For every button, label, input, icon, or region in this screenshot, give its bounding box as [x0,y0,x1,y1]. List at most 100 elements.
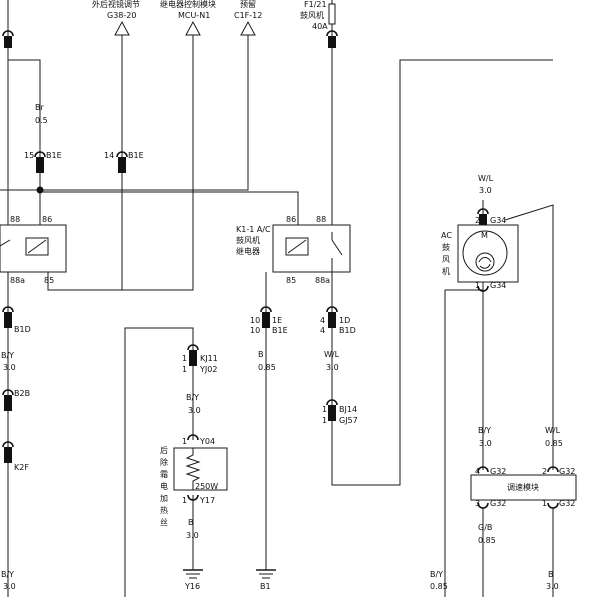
label-b1d-left: B1D [14,325,31,334]
label-pin-1-y17: 1 [182,496,187,505]
label-g32-d: G32 [559,499,575,508]
label-wire-b-heater: B [188,518,194,527]
label-heater-7: 丝 [160,517,168,527]
label-motor-3: 风 [442,255,450,264]
label-pin-4a: 4 [320,316,325,325]
wire-kj11 [124,327,194,597]
label-wire-wl-mid: W/L [324,350,340,359]
label-b1d-right-top: 1D [339,316,350,325]
label-wire-gb: G/B [478,523,492,532]
connector-bj14 [328,405,336,421]
label-relay-right-86: 86 [286,215,296,224]
top-terminals [114,3,336,36]
label-wire-b-mid-size: 0.85 [258,363,276,372]
label-y04: Y04 [199,437,215,446]
label-fuse-2: 鼓风机 [300,10,324,20]
label-b1e-c: B1E [272,326,288,335]
arrow-mcu [185,20,201,36]
connector-g32-d [547,502,559,509]
label-mcu-2: MCU-N1 [178,11,210,20]
label-g34-bot-pin: 1 [475,281,480,290]
label-heater-1: 后 [160,445,168,455]
label-g32-pin-3: 3 [475,499,480,508]
connector-4-b1d [328,312,336,328]
speed-module-box [470,474,577,501]
label-wire-by-left2: B/Y [1,570,14,579]
label-relay-left-88a: 88a [10,276,25,285]
connector-y17 [187,494,199,501]
label-reserve-2: C1F-12 [234,11,262,20]
label-g34-top-pin: 2 [475,216,480,225]
heater-resistor [185,448,201,490]
connector-10-b1e [262,312,270,328]
label-wire-wl-right: W/L [545,426,561,435]
label-k2f: K2F [14,463,29,472]
label-pin-1-kj: 1 [182,354,187,363]
label-pin-1-bj: 1 [322,405,327,414]
label-pin-4b: 4 [320,326,325,335]
label-ground-y16: Y16 [184,582,200,591]
wire-br [8,59,41,190]
label-wire-by-left-size: 3.0 [3,363,16,372]
wire-mcu [47,35,194,291]
label-b1d-right: B1D [339,326,356,335]
relay-right [272,224,351,273]
label-wire-wl-right-size: 0.85 [545,439,563,448]
wire-bus-top [0,35,249,191]
connector-fuse [328,36,336,48]
label-wire-wl-top: W/L [478,174,494,183]
motor-circle [462,230,508,276]
label-relay-right-1: K1-1 A/C [236,225,271,234]
arrow-mirror [114,20,130,36]
connectors [2,30,559,509]
connector-g32-b [547,466,559,473]
label-fuse-1: F1/21 [304,0,327,9]
label-wire-by-bottom-size: 0.85 [430,582,448,591]
label-fuse-3: 40A [312,22,328,31]
label-ground-b1: B1 [260,582,271,591]
label-relay-left-85: 85 [44,276,54,285]
label-g32-b: G32 [559,467,575,476]
rear-defroster-heater [173,447,228,491]
connector-y04 [187,434,199,441]
arrow-reserve [240,20,256,36]
connector-k2f [4,447,12,463]
connector-b1d-left [4,312,12,328]
label-motor-2: 鼓 [442,242,450,252]
relay-left [0,224,67,273]
label-wire-by-left: B/Y [1,351,14,360]
label-g32-pin-2: 2 [542,467,547,476]
label-wire-by-right: B/Y [478,426,491,435]
label-wire-b-heater-size: 3.0 [186,531,199,540]
label-wire-by-bottom: B/Y [430,570,443,579]
label-motor-4: 机 [442,266,450,276]
label-relay-right-88a: 88a [315,276,330,285]
label-wire-wl-mid-size: 3.0 [326,363,339,372]
label-heater-3: 霜 [160,470,168,479]
connector-15-b1e [36,157,44,173]
label-bj14: BJ14 [339,405,357,414]
label-heater-6: 热 [160,505,168,515]
label-wire-br: Br [35,103,44,112]
wires [0,0,554,597]
label-res-250w: 250W [195,482,218,491]
label-pin-10a: 10 [250,316,260,325]
connector-b2b [4,395,12,411]
label-wire-by-right-size: 3.0 [479,439,492,448]
label-wire-by-left2-size: 3.0 [3,582,16,591]
label-pin-1-yj: 1 [182,365,187,374]
wire-bus-right [40,191,299,225]
label-wire-br-size: 0.5 [35,116,48,125]
motor-fan [475,252,495,272]
label-pin-10b: 10 [250,326,260,335]
label-motor-1: AC [441,231,452,240]
label-yj02: YJ02 [199,365,217,374]
label-wire-gb-size: 0.85 [478,536,496,545]
label-heater-4: 电 [160,481,168,491]
ac-blower-motor [457,224,519,283]
fuse-icon [328,3,336,25]
connector-g32-c [477,502,489,509]
connector-14-b1e [118,157,126,173]
label-wire-b-bottom-size: 3.0 [546,582,559,591]
label-mcu-1: 继电器控制模块 [160,0,216,9]
